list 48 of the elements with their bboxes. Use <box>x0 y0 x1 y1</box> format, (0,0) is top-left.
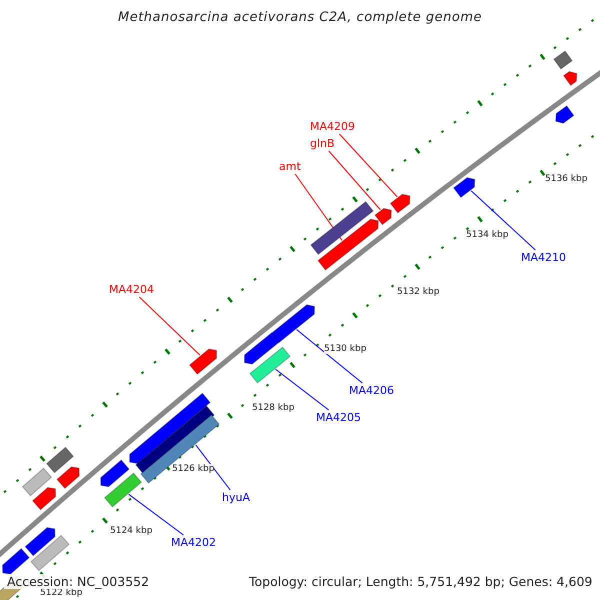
gene-block <box>30 534 70 572</box>
leader-line <box>470 190 536 250</box>
gene-block <box>22 468 52 496</box>
gene-label: amt <box>279 160 301 173</box>
leader-line <box>275 368 330 410</box>
gene-block <box>140 414 220 484</box>
gene-label: MA4209 <box>310 120 356 133</box>
leader-line <box>338 134 398 198</box>
leader-line <box>328 150 381 210</box>
scale-label: 5134 kbp <box>466 230 508 240</box>
gene-block <box>317 218 379 271</box>
gene-label: MA4210 <box>521 251 566 264</box>
gene-block <box>100 459 130 488</box>
scale-label: 5124 kbp <box>110 526 152 536</box>
gene-block <box>244 332 280 365</box>
gene-block <box>271 304 315 344</box>
gene-block <box>310 200 374 256</box>
gene-block <box>46 446 74 474</box>
scale-label: 5132 kbp <box>397 287 440 297</box>
leader-line <box>128 494 184 536</box>
gene-block <box>249 346 291 384</box>
scale-label: 5130 kbp <box>324 344 366 354</box>
gene-block <box>562 71 578 86</box>
gene-label: hyuA <box>222 491 250 504</box>
gene-block <box>129 392 211 464</box>
scale-label: 5122 kbp <box>40 588 82 598</box>
gene-label: glnB <box>310 137 335 150</box>
gene-block <box>374 208 392 226</box>
gene-block <box>24 527 56 556</box>
gene-block <box>56 466 80 490</box>
title: Methanosarcina acetivorans C2A, complete genome <box>118 10 482 25</box>
scale-label: 5128 kbp <box>252 403 294 413</box>
gene-block <box>555 105 574 124</box>
scale-label: 5126 kbp <box>172 464 214 474</box>
gene-label: MA4204 <box>109 283 154 296</box>
leader-line <box>296 329 363 384</box>
gene-label: MA4205 <box>316 411 362 424</box>
scale-label: 5136 kbp <box>545 174 588 184</box>
leader-line <box>195 444 231 490</box>
gene-label: MA4202 <box>171 536 216 549</box>
leader-line <box>138 296 200 356</box>
gene-block <box>104 472 142 508</box>
gene-label: MA4206 <box>349 384 394 397</box>
gene-block <box>188 348 218 375</box>
gene-block <box>32 487 56 510</box>
gene-block <box>390 194 410 214</box>
gene-block <box>452 177 476 198</box>
gene-block <box>553 50 573 70</box>
